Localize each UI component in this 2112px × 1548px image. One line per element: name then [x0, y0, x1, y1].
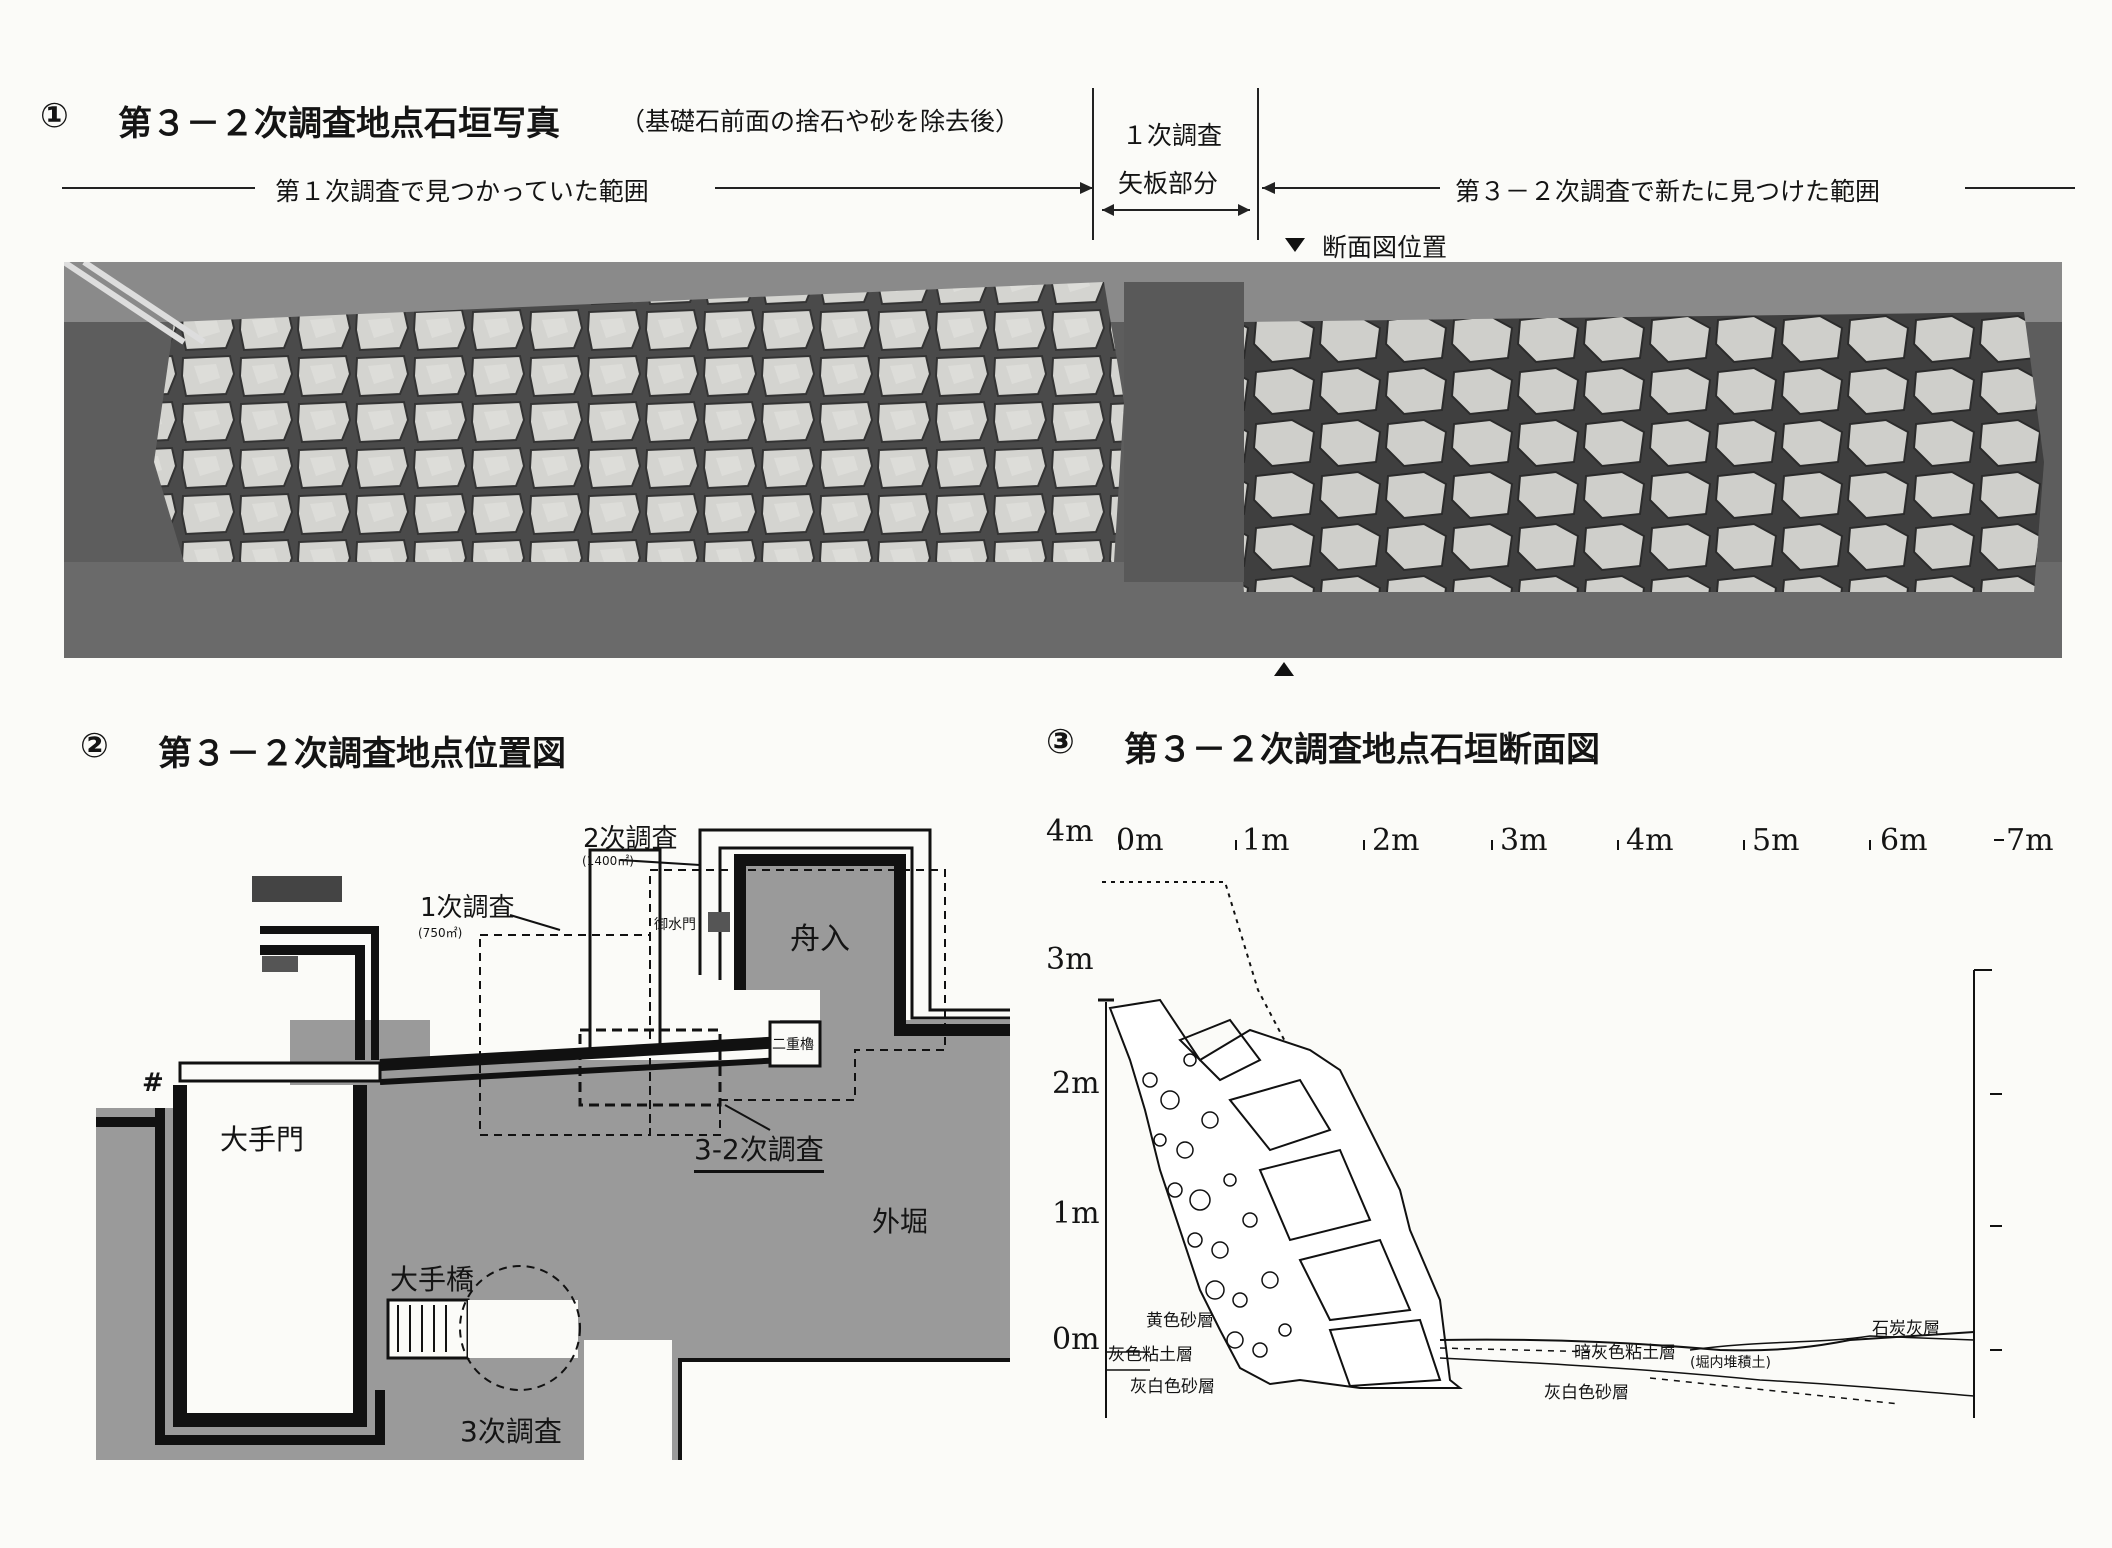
htick-5m: 5m	[1752, 823, 1800, 858]
label-survey1-area: (750㎡)	[418, 926, 463, 940]
section2-title: 第３－２次調査地点位置図	[158, 734, 566, 774]
section-marker-label: 断面図位置	[1322, 233, 1448, 262]
vtick-1m: 1m	[1052, 1196, 1100, 1231]
htick-2m: 2m	[1372, 823, 1420, 858]
vtick-0m: 0m	[1052, 1322, 1100, 1357]
htick-0m: 0m	[1116, 823, 1164, 858]
location-map	[96, 828, 1010, 1460]
label-survey2: 2次調査	[583, 824, 678, 854]
section2-number: ②	[80, 726, 109, 766]
label-nijuyagura: 二重櫓	[772, 1037, 814, 1053]
layer-dark-grey-clay: 暗灰色粘土層	[1574, 1343, 1676, 1363]
label-hash: #	[142, 1068, 164, 1098]
section1-number: ①	[40, 96, 69, 136]
label-sotobori: 外堀	[872, 1205, 929, 1238]
section3-number: ③	[1046, 722, 1075, 762]
stone-wall-photo	[64, 262, 2062, 658]
section1-title: 第３－２次調査地点石垣写真	[118, 104, 560, 144]
htick-6m: 6m	[1880, 823, 1928, 858]
stone-wall-photo-drawing	[64, 262, 2062, 658]
section-marker-bottom	[1274, 662, 1294, 676]
htick-3m: 3m	[1500, 823, 1548, 858]
label-otemon: 大手門	[220, 1123, 305, 1156]
htick-1m: 1m	[1242, 823, 1290, 858]
layer-grey-clay: 灰色粘土層	[1108, 1345, 1193, 1365]
label-survey2-area: (1400㎡)	[582, 854, 634, 868]
layer-grey-white-sand-left: 灰白色砂層	[1130, 1377, 1215, 1397]
box-line2: 矢板部分	[1118, 169, 1219, 198]
section1-subtitle: （基礎石前面の捨石や砂を除去後）	[620, 107, 1021, 136]
label-survey32: 3-2次調査	[694, 1128, 824, 1173]
range-lines	[62, 88, 2075, 252]
htick-7m: 7m	[2006, 823, 2054, 858]
label-funairi: 舟入	[790, 922, 850, 957]
layer-yellow-sand: 黄色砂層	[1146, 1311, 1214, 1331]
section3-title: 第３－２次調査地点石垣断面図	[1124, 730, 1600, 770]
layer-lime: 石炭灰層	[1872, 1319, 1940, 1339]
vtick-2m: 2m	[1052, 1066, 1100, 1101]
range-left-label: 第１次調査で見つかっていた範囲	[275, 177, 649, 206]
vtick-3m: 3m	[1046, 942, 1094, 977]
label-survey3: 3次調査	[460, 1415, 562, 1448]
box-line1: １次調査	[1122, 121, 1223, 150]
vtick-4m: 4m	[1046, 814, 1094, 849]
layer-grey-white-sand-right: 灰白色砂層	[1544, 1383, 1629, 1403]
htick-4m: 4m	[1626, 823, 1674, 858]
label-gomizumon: 御水門	[654, 917, 696, 933]
layer-moat-fill: (堀内堆積土)	[1690, 1355, 1771, 1371]
range-right-label: 第３－２次調査で新たに見つけた範囲	[1455, 177, 1881, 206]
label-otebashi: 大手橋	[390, 1263, 475, 1296]
label-survey1: 1次調査	[420, 893, 515, 923]
